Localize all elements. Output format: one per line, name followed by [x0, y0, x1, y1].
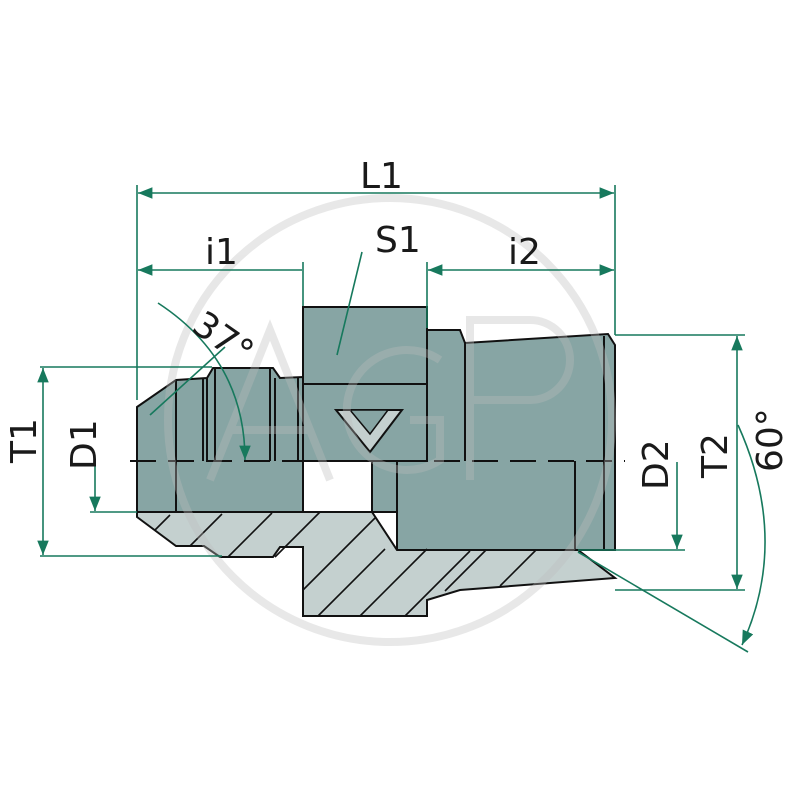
- fitting-body: [130, 306, 625, 617]
- label-S1: S1: [375, 220, 421, 261]
- label-angle-60: 60°: [750, 408, 791, 472]
- arc-60: [737, 424, 766, 646]
- hatch-lines: [154, 511, 537, 617]
- dimensions: [37, 185, 766, 653]
- label-i2: i2: [508, 232, 541, 273]
- flare-end: [136, 367, 304, 513]
- leader-S1: [336, 251, 363, 356]
- label-D2: D2: [636, 439, 677, 490]
- label-T1: T1: [4, 418, 45, 464]
- label-L1: L1: [360, 156, 403, 197]
- label-D1: D1: [64, 419, 105, 470]
- label-i1: i1: [205, 232, 238, 273]
- section-hatch: [136, 511, 618, 617]
- arc-37: [157, 302, 251, 461]
- label-T2: T2: [695, 433, 736, 479]
- manufacturer-logo: [333, 409, 405, 454]
- detail-lines: [175, 336, 605, 550]
